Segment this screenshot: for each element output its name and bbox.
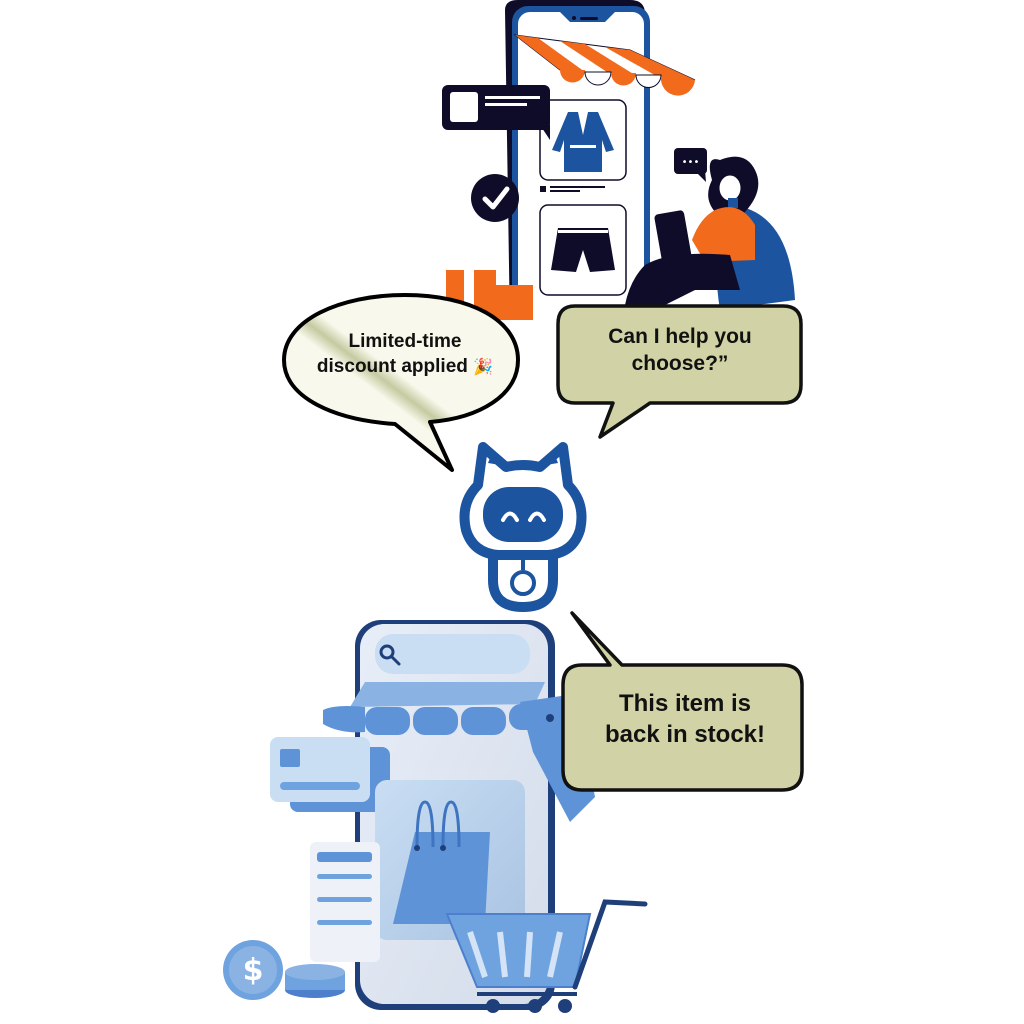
stock-line-2: back in stock! [604,721,766,749]
help-line-2: choose?” [631,352,729,376]
help-line-1: Can I help you [608,325,752,348]
awning-icon [513,34,696,96]
message-card-icon [442,85,550,140]
top-shop-illustration: ••• [430,0,810,320]
receipt-icon [310,842,380,962]
shopping-bag-icon [393,800,490,924]
shorts-icon [551,228,615,272]
shopping-cart-icon [445,899,648,1013]
typing-bubble-icon: ••• [674,148,707,182]
robot-cat-mascot-icon [448,435,598,615]
help-speech-bubble: Can I help you choose?” [555,303,805,440]
checkmark-icon [471,174,519,222]
svg-text:•••: ••• [682,157,700,168]
discount-line-1: Limited-time [348,331,462,352]
stock-line-1: This item is [618,690,752,717]
coins-icon: $ [223,940,345,1000]
dollar-sign-icon: $ [243,953,264,988]
search-bar [375,634,530,674]
discount-speech-bubble: Limited-time discount applied 🎉 [280,290,530,475]
party-popper-icon: 🎉 [473,358,494,376]
woman-figure [625,156,759,305]
credit-card-icon [270,737,390,812]
stock-speech-bubble: This item is back in stock! [560,610,810,795]
search-icon [379,644,401,666]
robe-icon [552,112,614,172]
discount-line-2: discount applied [316,355,468,377]
bottom-shop-illustration: $ [215,612,665,1022]
